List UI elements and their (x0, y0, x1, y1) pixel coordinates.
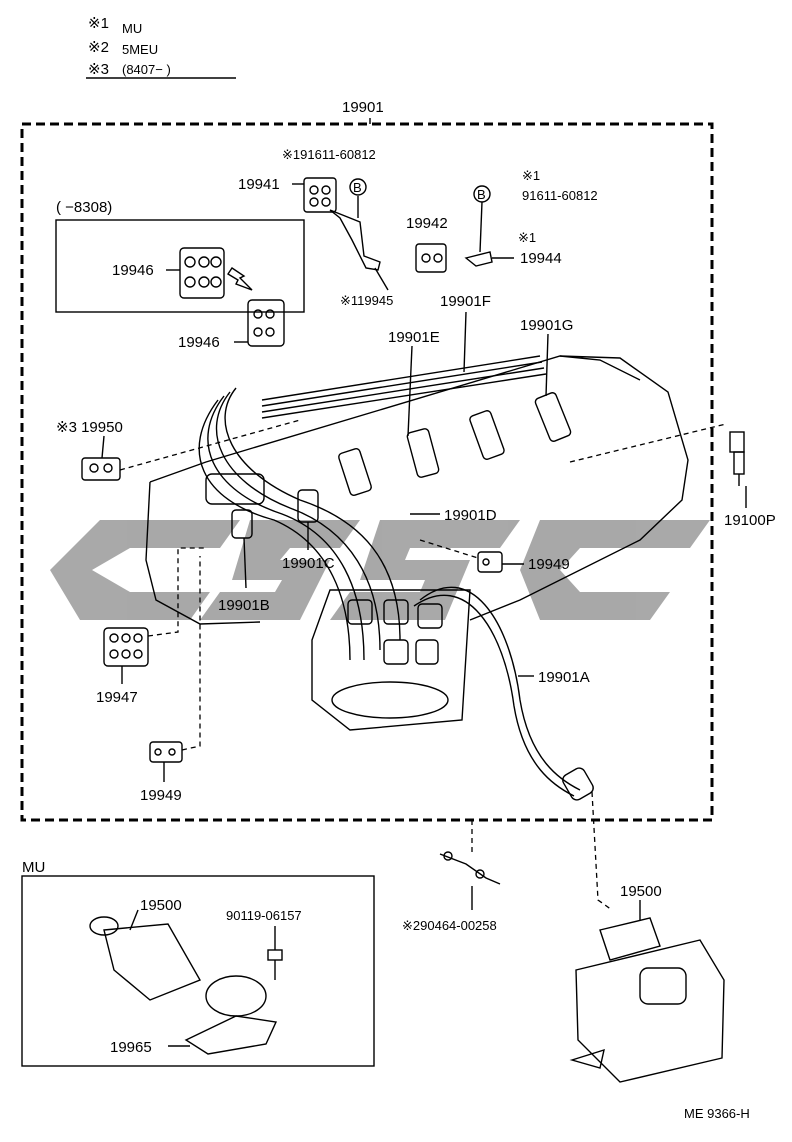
legend: ※1 MU ※2 5MEU ※3 (8407− ) (86, 15, 236, 79)
circle-b-label-2: B (477, 187, 486, 202)
inset-range-label: ( −8308) (56, 199, 112, 216)
label-19100P: 19100P (724, 512, 776, 529)
bracket-19945-icon (329, 209, 381, 271)
distributor-icon (311, 589, 471, 731)
coil-bracket-19965-icon (184, 975, 278, 1055)
legend-text-3: (8407− ) (122, 62, 171, 77)
label-19947: 19947 (96, 689, 138, 706)
clamp-19946-inset-icon (179, 247, 225, 299)
plug-cap-19901E-icon (406, 428, 440, 478)
label-19901A: 19901A (538, 669, 590, 686)
label-19901D: 19901D (444, 507, 497, 524)
ignition-wire-harness (198, 355, 581, 797)
label-19901C: 19901C (282, 555, 335, 572)
label-19901G: 19901G (520, 317, 573, 334)
label-19949-right: 19949 (528, 556, 570, 573)
figure-code: ME 9366-H (684, 1106, 750, 1121)
label-19901: 19901 (342, 99, 384, 116)
label-note-1a: ※1 (522, 168, 540, 183)
label-note-1b: ※1 (518, 230, 536, 245)
label-19942: 19942 (406, 215, 448, 232)
clip-90464-icon (439, 851, 501, 885)
label-19944: 19944 (520, 250, 562, 267)
mu-box-title: MU (22, 859, 45, 876)
circle-b-label: B (353, 180, 362, 195)
ignition-coil-19500-mu-icon (89, 916, 202, 1001)
watermark-logo (50, 520, 710, 620)
label-19500-mu: 19500 (140, 897, 182, 914)
clamp-19941-icon (303, 177, 337, 213)
label-19949-left: 19949 (140, 787, 182, 804)
mu-variant-box: MU 19500 90119-06157 19965 (21, 859, 375, 1067)
assembly-frame: 19901 (20, 99, 714, 822)
legend-mark-1: ※1 (88, 15, 109, 32)
label-19946-inset: 19946 (112, 262, 154, 279)
clamp-19942-icon (415, 243, 447, 273)
label-bolt-ref: 91611-60812 (522, 188, 598, 203)
label-19901B: 19901B (218, 597, 270, 614)
legend-text-2: 5MEU (122, 42, 158, 57)
label-19946: 19946 (178, 334, 220, 351)
clamp-19947-icon (103, 627, 149, 667)
label-90464: ※290464-00258 (402, 918, 497, 933)
label-clamp-ref: ※191611-60812 (282, 147, 376, 162)
clamp-19949-left-icon (149, 741, 183, 763)
bracket-19944-icon (464, 251, 493, 267)
coil-wire-end-icon (562, 767, 594, 801)
bolt-90119-icon (267, 949, 283, 980)
plug-cap-19901G-icon (534, 392, 572, 442)
label-90119: 90119-06157 (226, 908, 302, 923)
inset-box-8308: ( −8308) 19946 (55, 199, 305, 313)
label-19901F: 19901F (440, 293, 491, 310)
label-19950: ※3 19950 (56, 419, 123, 436)
label-19901E: 19901E (388, 329, 440, 346)
clamp-19950-icon (81, 457, 121, 481)
circle-b-marker-top: B (349, 178, 367, 196)
legend-mark-3: ※3 (88, 61, 109, 78)
label-19965: 19965 (110, 1039, 152, 1056)
legend-mark-2: ※2 (88, 39, 109, 56)
ignition-coil-connector-icon (205, 473, 265, 539)
spark-plug-19100P-icon (729, 431, 745, 486)
engine-block-outline (145, 355, 689, 625)
label-19500: 19500 (620, 883, 662, 900)
clamp-19946-icon (247, 299, 285, 347)
arrow-icon (227, 267, 253, 291)
label-19941: 19941 (238, 176, 280, 193)
label-19945: ※119945 (340, 293, 393, 308)
clamp-19949-right-icon (477, 551, 503, 573)
plug-cap-19901F-icon (469, 410, 505, 460)
circle-b-marker-right: B (473, 185, 491, 203)
ignition-coil-19500-icon (569, 917, 725, 1083)
legend-text-1: MU (122, 21, 142, 36)
plug-cap-19901D-icon (338, 448, 372, 496)
